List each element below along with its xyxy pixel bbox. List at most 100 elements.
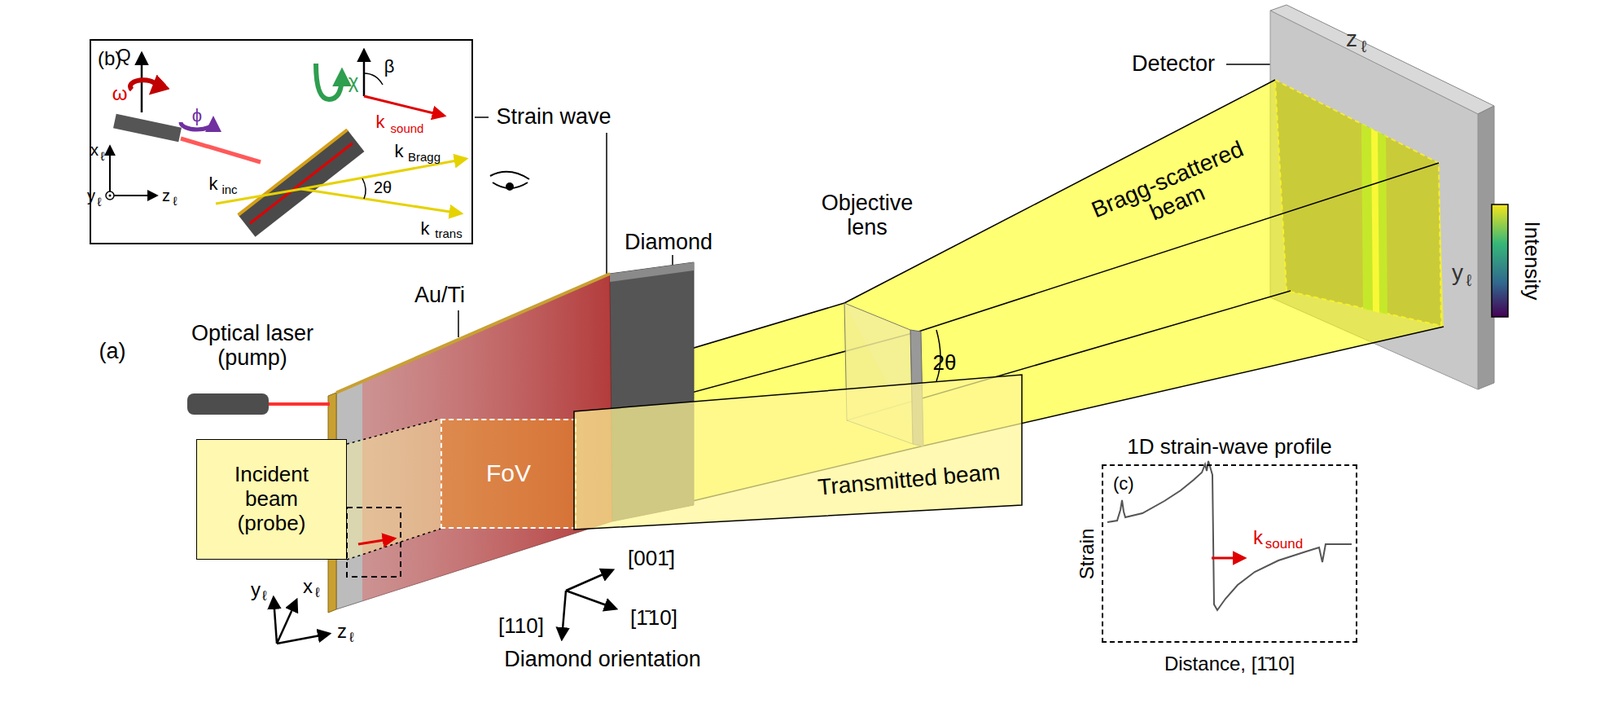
orientation-axes [565, 590, 616, 609]
label: ℓ [1361, 37, 1367, 56]
sound-arrow [358, 538, 395, 544]
label: χ [348, 70, 360, 93]
label: y [1451, 260, 1464, 286]
node-text: FoV [486, 459, 531, 488]
incident-beam [346, 418, 441, 560]
label: Diamond [624, 230, 713, 255]
inset-b-drawing [109, 194, 112, 198]
strain-profile [1107, 460, 1352, 610]
label: ℓ [315, 585, 320, 601]
colorbar [1491, 204, 1508, 317]
diamond-slab [336, 273, 613, 610]
inset-b-drawing [109, 194, 157, 197]
orientation-axes [565, 569, 613, 591]
label: z [162, 186, 171, 205]
inset-b-drawing [238, 129, 365, 237]
diamond-slab [609, 262, 694, 282]
label: 2θ [373, 178, 392, 197]
label: ℓ [262, 588, 268, 605]
label: y [250, 578, 261, 601]
leader-line [474, 116, 489, 119]
inset-b-drawing [363, 73, 383, 85]
label: Distance, [1̄10] [1164, 653, 1295, 675]
leader-line [605, 132, 608, 277]
incident-beam [346, 528, 441, 560]
label: [1̄10] [630, 605, 678, 630]
label: x [302, 575, 313, 597]
lab-axes [276, 600, 297, 644]
orientation-axes [561, 569, 616, 639]
inset-b-drawing [180, 138, 261, 163]
label: Objective lens [802, 191, 933, 240]
incident-beam [346, 418, 441, 560]
label: (a) [99, 339, 127, 364]
label: z [337, 620, 347, 642]
label: [110] [498, 613, 544, 638]
incident-beam [346, 418, 441, 444]
inset-b-drawing [109, 146, 111, 196]
orientation-axes [561, 590, 566, 639]
label: Au/Ti [414, 283, 465, 308]
label: ω [112, 83, 128, 105]
inset-b-drawing [105, 50, 466, 237]
lab-axes [273, 597, 329, 644]
label: k [209, 174, 219, 194]
label: 2θ [933, 350, 957, 375]
label: ℓ [1466, 271, 1472, 290]
band-outline [574, 374, 1022, 530]
eye-symbol [506, 183, 513, 190]
pump-laser [187, 393, 330, 415]
label: k [420, 219, 430, 239]
label: Strain [1076, 528, 1098, 580]
label: inc [221, 183, 237, 198]
label: Strain wave [495, 105, 611, 130]
strain-profile [1107, 460, 1352, 610]
inset-ground [89, 39, 474, 245]
strain-profile [1211, 556, 1245, 560]
fov-box: FoV [440, 418, 577, 529]
node-text: 1D strain-wave profile [1126, 434, 1332, 460]
dashed-region [346, 507, 401, 577]
label: z [1345, 26, 1358, 53]
node-subtext: (c) [1113, 473, 1135, 494]
label: Optical laser (pump) [166, 321, 338, 370]
leader-line [671, 254, 674, 267]
label: ℓ [97, 195, 102, 210]
label: x [90, 140, 99, 159]
label: ϕ [192, 105, 202, 126]
inset-b-drawing [238, 129, 365, 237]
node-text: Incident beam (probe) [216, 462, 327, 536]
label: Intensity [1521, 221, 1545, 301]
diamond-slab [336, 273, 610, 393]
pump-laser [187, 393, 269, 415]
label: k [394, 141, 404, 162]
label: Q [116, 45, 131, 66]
inset-b-drawing [315, 63, 342, 100]
label: k [376, 112, 386, 132]
label: Detector [1131, 52, 1215, 77]
inset-b-drawing [140, 53, 144, 113]
label: y [87, 186, 96, 205]
label: ℓ [173, 194, 178, 209]
transmitted-beam-band: Transmitted beam [569, 370, 1026, 534]
label: k [1253, 526, 1263, 548]
incident-beam-box: Incident beam (probe) [196, 438, 347, 560]
label: Diamond orientation [504, 647, 702, 672]
inset-b-drawing [130, 79, 157, 90]
inset-b-drawing [362, 178, 366, 199]
label: trans [434, 227, 462, 242]
leader-line [457, 310, 460, 338]
inset-b-drawing [238, 129, 348, 215]
label: sound [1265, 536, 1303, 553]
lab-axes [273, 597, 277, 644]
label: sound [390, 122, 425, 136]
inset-box: (b) [89, 39, 474, 245]
band-outline [569, 370, 1026, 534]
inset-box: 1D strain-wave profile(c) [1101, 464, 1358, 643]
pump-laser [268, 402, 330, 406]
lab-axes [276, 633, 329, 644]
inset-b-drawing [113, 113, 182, 143]
label: ℓ [100, 149, 106, 164]
label: ℓ [349, 630, 355, 646]
